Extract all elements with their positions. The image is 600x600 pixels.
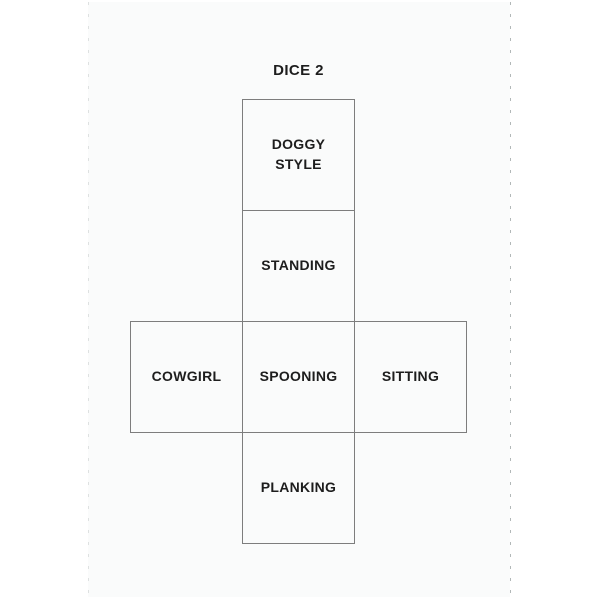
- die-face-cowgirl: COWGIRL: [130, 321, 243, 433]
- cut-line-left: [88, 2, 89, 597]
- die-face-standing: STANDING: [242, 210, 355, 322]
- page-title: DICE 2: [273, 62, 324, 79]
- face-label: SPOONING: [259, 368, 338, 385]
- cut-line-right: [510, 2, 511, 597]
- page-sheet: [88, 2, 510, 597]
- face-label: PLANKING: [260, 479, 337, 496]
- die-face-planking: PLANKING: [242, 432, 355, 544]
- face-label: DOGGY STYLE: [271, 136, 326, 172]
- face-label: COWGIRL: [151, 368, 222, 385]
- die-face-sitting: SITTING: [354, 321, 467, 433]
- die-face-spooning: SPOONING: [242, 321, 355, 433]
- face-label: STANDING: [261, 257, 336, 274]
- face-label: SITTING: [381, 368, 440, 385]
- die-face-doggy-style: DOGGY STYLE: [242, 99, 355, 211]
